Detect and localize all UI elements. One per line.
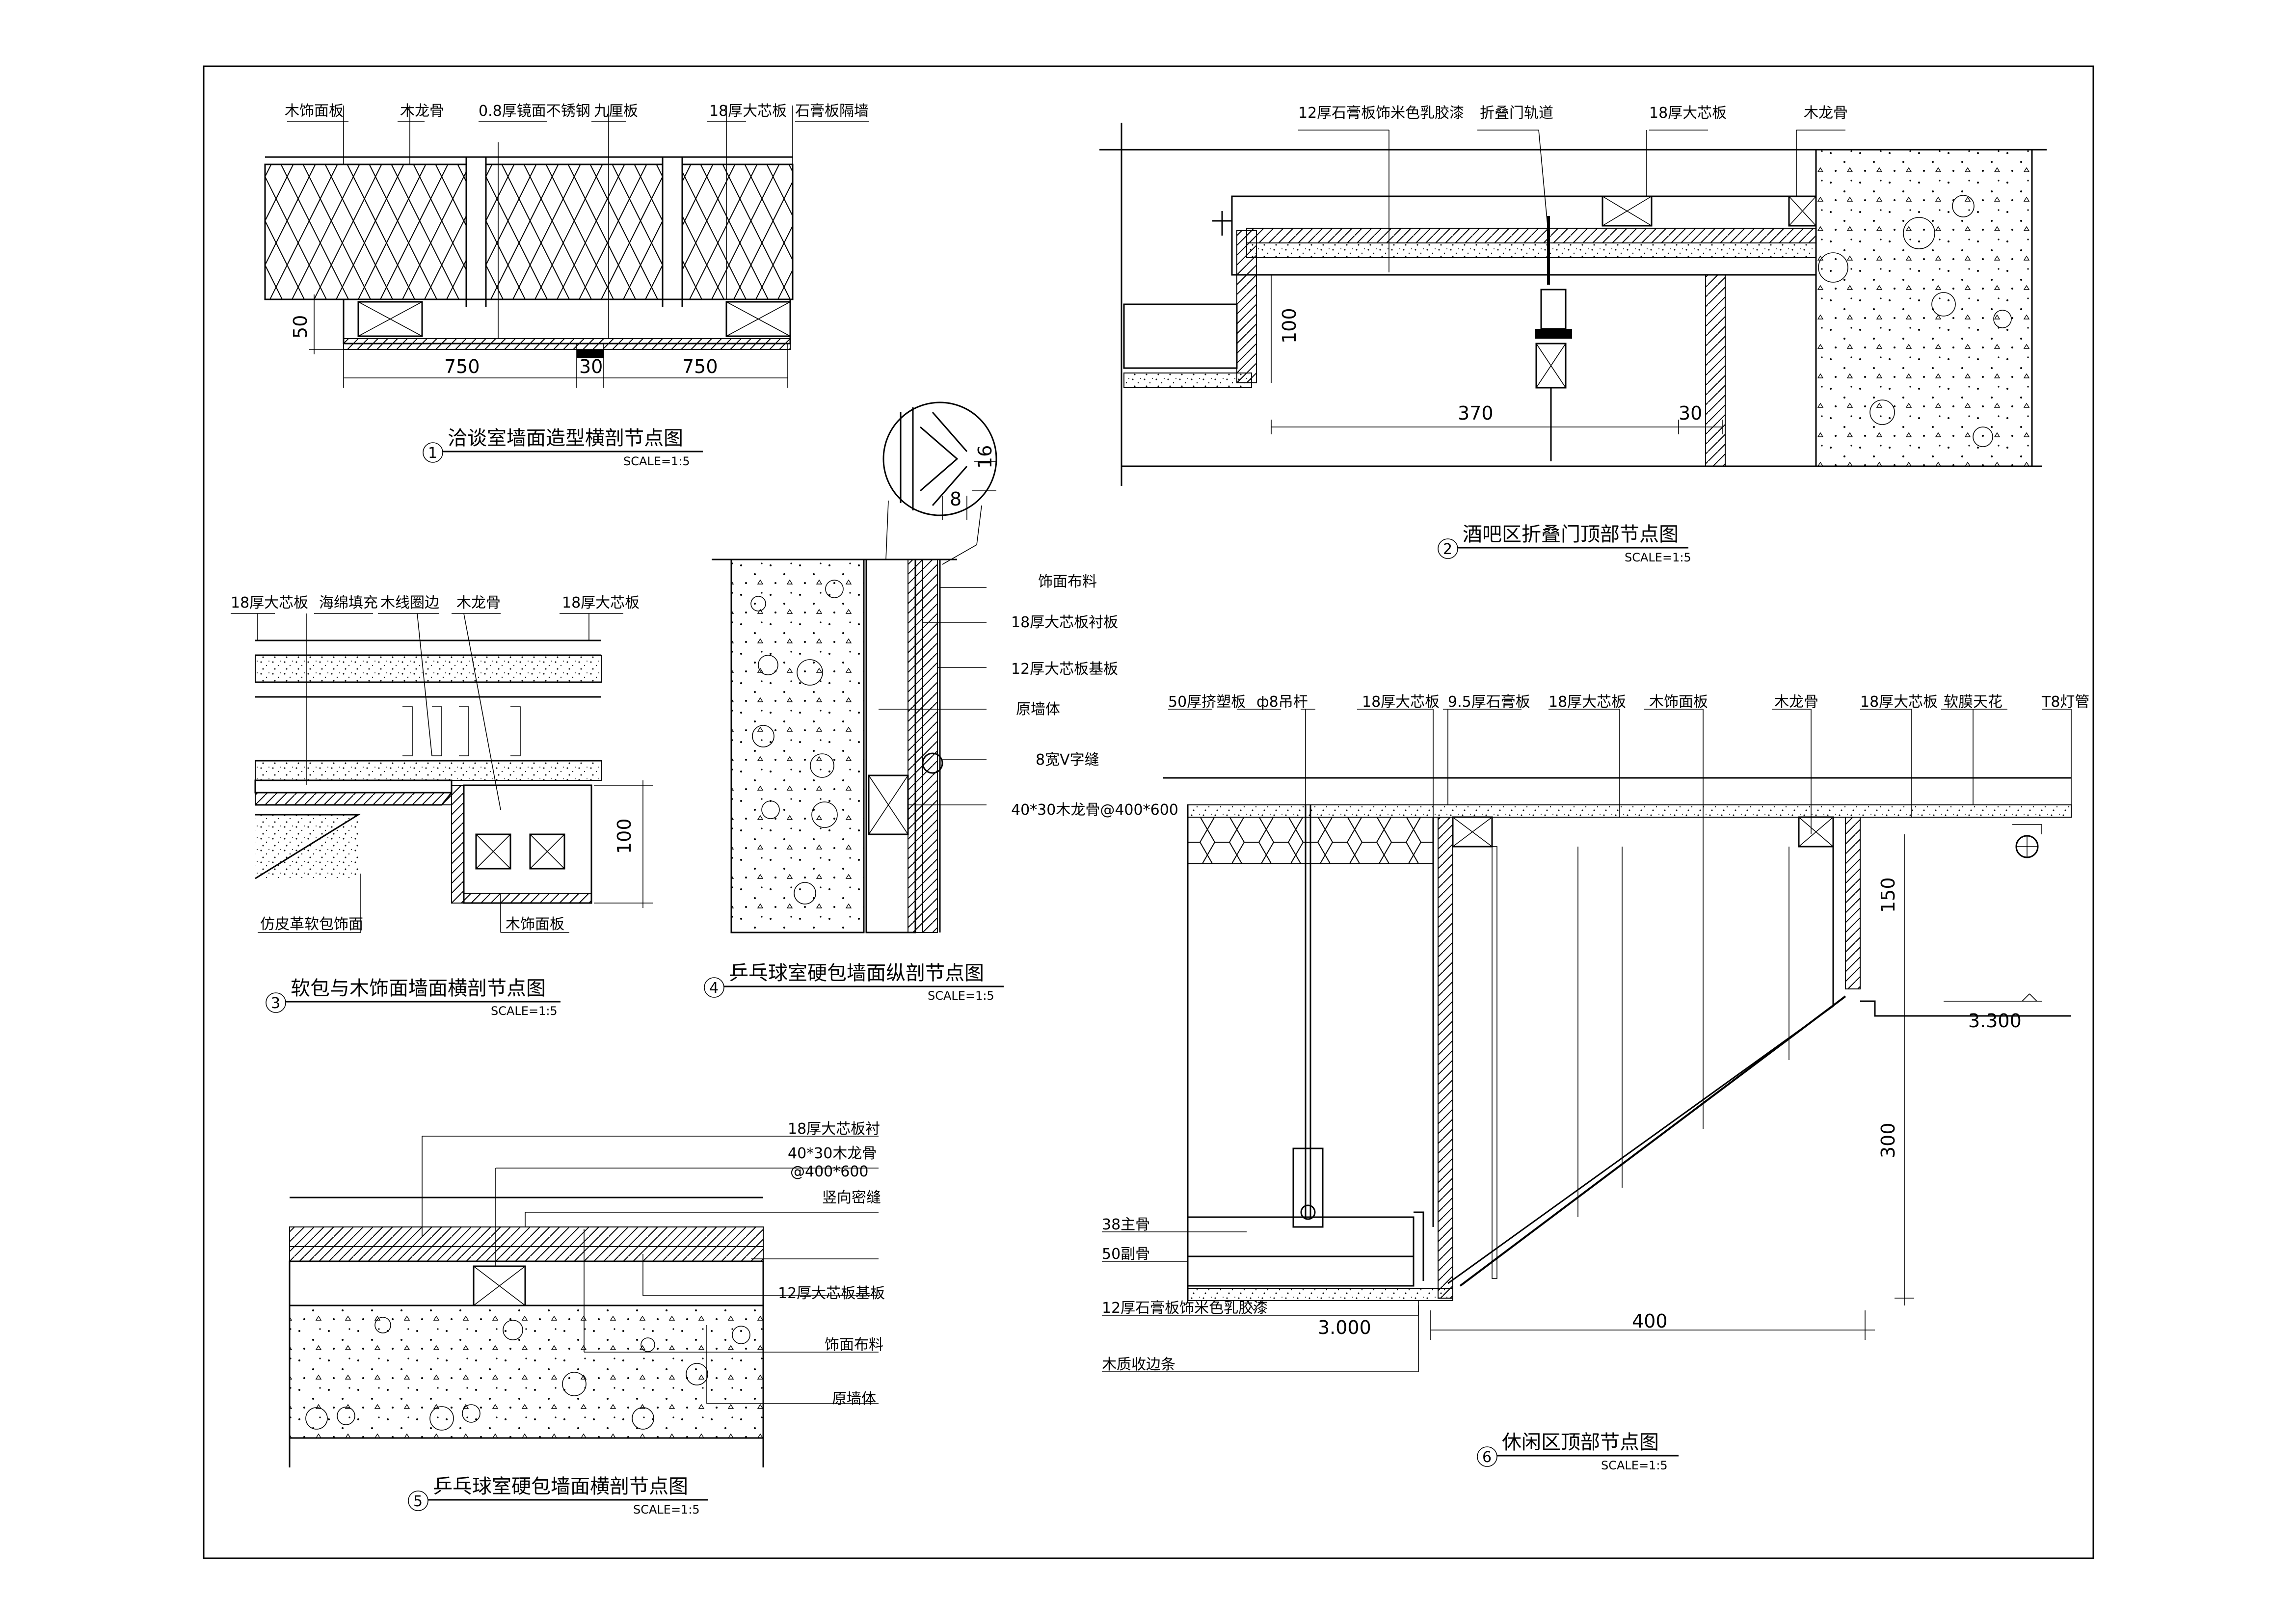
- d5-label-substrate: 12厚大芯板基板: [778, 1285, 885, 1302]
- d4-label-v-groove: 8宽V字缝: [1036, 751, 1099, 769]
- d6-number-bubble: [1477, 1446, 1497, 1467]
- d4-number: 4: [709, 980, 719, 997]
- d5-concrete: [289, 1305, 764, 1439]
- d3-label-wood-keel: 木龙骨: [456, 594, 501, 612]
- d6-label-gypsum: 9.5厚石膏板: [1448, 693, 1530, 711]
- detail-3: 18厚大芯板 海绵填充 木线圈边 木龙骨 18厚大芯板 仿皮革软包饰面 木饰面板…: [231, 594, 653, 1018]
- d3-dim-100: 100: [614, 818, 635, 854]
- d6-label-t8-lamp: T8灯管: [2041, 693, 2089, 711]
- d5-label-fabric: 饰面布料: [825, 1336, 883, 1354]
- d2-label-wood-keel: 木龙骨: [1804, 105, 1848, 122]
- detail-4: 饰面布料 18厚大芯板衬板 12厚大芯板基板 原墙体 8宽V字缝 40*30木龙…: [704, 401, 1178, 1003]
- detail-6: 50厚挤塑板 ф8吊杆 18厚大芯板 9.5厚石膏板 18厚大芯板 木饰面板 木…: [1102, 693, 2089, 1472]
- detail-1: 木饰面板 木龙骨 0.8厚镜面不锈钢 九厘板 18厚大芯板 石膏板隔墙 750 …: [264, 103, 869, 468]
- d2-label-blockboard: 18厚大芯板: [1649, 105, 1727, 122]
- d6-label-sub-keel: 50副骨: [1102, 1246, 1150, 1263]
- d6-label-stretch-ceiling: 软膜天花: [1944, 693, 2002, 711]
- d2-title: 酒吧区折叠门顶部节点图: [1463, 523, 1679, 546]
- d6-label-blockboard-1: 18厚大芯板: [1362, 693, 1440, 711]
- d2-number-bubble: [1438, 538, 1458, 559]
- sheet-border: [203, 65, 2094, 1559]
- d6-number: 6: [1482, 1449, 1492, 1466]
- d4-label-wood-keel: 40*30木龙骨@400*600: [1011, 801, 1178, 819]
- d5-label-spacing: @400*600: [790, 1163, 869, 1180]
- d4-label-fabric: 饰面布料: [1038, 573, 1097, 590]
- d2-dim-30: 30: [1679, 402, 1702, 424]
- d5-title: 乒乓球室硬包墙面横剖节点图: [433, 1475, 688, 1498]
- d5-scale: SCALE=1:5: [633, 1503, 700, 1517]
- d4-scale: SCALE=1:5: [928, 989, 994, 1003]
- d1-scale: SCALE=1:5: [623, 454, 690, 468]
- d5-label-wood-keel: 40*30木龙骨: [788, 1145, 877, 1162]
- d3-label-leather-softpack: 仿皮革软包饰面: [260, 916, 363, 933]
- d2-concrete: [1815, 149, 2033, 467]
- d4-dim-8: 8: [950, 488, 961, 510]
- d5-number: 5: [413, 1493, 423, 1510]
- detail-5: 18厚大芯板衬 40*30木龙骨 @400*600 竖向密缝 12厚大芯板基板 …: [289, 1120, 885, 1517]
- d1-label-plywood: 九厘板: [594, 103, 638, 120]
- d5-label-lining: 18厚大芯板衬: [788, 1120, 880, 1138]
- d3-label-sponge-fill: 海绵填充: [319, 594, 378, 612]
- d1-number: 1: [428, 445, 437, 462]
- d2-label-track: 折叠门轨道: [1480, 105, 1553, 122]
- d4-label-lining: 18厚大芯板衬板: [1011, 614, 1118, 631]
- d6-label-xps: 50厚挤塑板: [1168, 693, 1246, 711]
- d5-label-vertical-joint: 竖向密缝: [822, 1189, 881, 1206]
- d2-label-gypsum-board: 12厚石膏板饰米色乳胶漆: [1298, 105, 1464, 122]
- d1-label-wood-keel: 木龙骨: [400, 103, 444, 120]
- d1-title: 洽谈室墙面造型横剖节点图: [448, 427, 683, 450]
- d4-dim-16: 16: [974, 445, 996, 469]
- d6-dim-400: 400: [1632, 1310, 1668, 1332]
- d6-label-wood-veneer: 木饰面板: [1649, 693, 1708, 711]
- d4-number-bubble: [704, 977, 724, 998]
- d1-label-mirror-steel: 0.8厚镜面不锈钢: [479, 103, 590, 120]
- d4-label-substrate: 12厚大芯板基板: [1011, 661, 1118, 678]
- d6-label-gypsum-paint: 12厚石膏板饰米色乳胶漆: [1102, 1300, 1268, 1317]
- d3-number-bubble: [266, 992, 286, 1013]
- d1-dim-50: 50: [290, 315, 311, 339]
- detail-2: 12厚石膏板饰米色乳胶漆 折叠门轨道 18厚大芯板 木龙骨 370 30 100…: [1099, 105, 2047, 564]
- d3-label-blockboard-right: 18厚大芯板: [562, 594, 640, 612]
- d3-label-blockboard-left: 18厚大芯板: [231, 594, 308, 612]
- d1-label-wood-veneer: 木饰面板: [285, 103, 344, 120]
- gypsum-partition-hatch: [264, 163, 794, 300]
- d1-label-gypsum-partition: 石膏板隔墙: [795, 103, 869, 120]
- d2-number: 2: [1443, 541, 1452, 558]
- d4-label-original-wall: 原墙体: [1016, 701, 1060, 718]
- d3-scale: SCALE=1:5: [491, 1004, 558, 1018]
- d1-dim-30: 30: [579, 356, 603, 377]
- d3-title: 软包与木饰面墙面横剖节点图: [291, 977, 546, 1000]
- d2-dim-100: 100: [1279, 308, 1300, 344]
- d1-number-bubble: [423, 442, 443, 463]
- d1-dim-750-right: 750: [682, 356, 718, 377]
- d6-scale: SCALE=1:5: [1601, 1459, 1668, 1472]
- d2-dim-370: 370: [1458, 402, 1494, 424]
- d5-label-original-wall: 原墙体: [832, 1390, 876, 1408]
- d6-label-wood-trim: 木质收边条: [1102, 1356, 1175, 1373]
- d2-scale: SCALE=1:5: [1625, 551, 1691, 564]
- d6-label-hanger-rod: ф8吊杆: [1256, 693, 1308, 711]
- d6-level-3000: 3.000: [1318, 1317, 1371, 1338]
- d6-label-main-keel: 38主骨: [1102, 1216, 1150, 1233]
- d6-label-wood-keel: 木龙骨: [1774, 693, 1818, 711]
- d4-concrete: [730, 559, 865, 933]
- d1-label-blockboard: 18厚大芯板: [709, 103, 787, 120]
- d6-label-blockboard-2: 18厚大芯板: [1548, 693, 1626, 711]
- d3-number: 3: [271, 995, 280, 1012]
- d6-dim-150: 150: [1877, 877, 1899, 913]
- d6-level-3300: 3.300: [1968, 1010, 2022, 1032]
- d3-label-wood-veneer: 木饰面板: [506, 916, 564, 933]
- d6-label-blockboard-3: 18厚大芯板: [1860, 693, 1938, 711]
- d4-enlarged-detail: [882, 401, 997, 516]
- d6-dim-300: 300: [1877, 1122, 1899, 1158]
- d3-label-wood-trim: 木线圈边: [380, 594, 439, 612]
- d5-number-bubble: [408, 1491, 428, 1511]
- d4-title: 乒乓球室硬包墙面纵剖节点图: [729, 962, 984, 985]
- d6-title: 休闲区顶部节点图: [1502, 1431, 1659, 1454]
- d1-dim-750-left: 750: [444, 356, 480, 377]
